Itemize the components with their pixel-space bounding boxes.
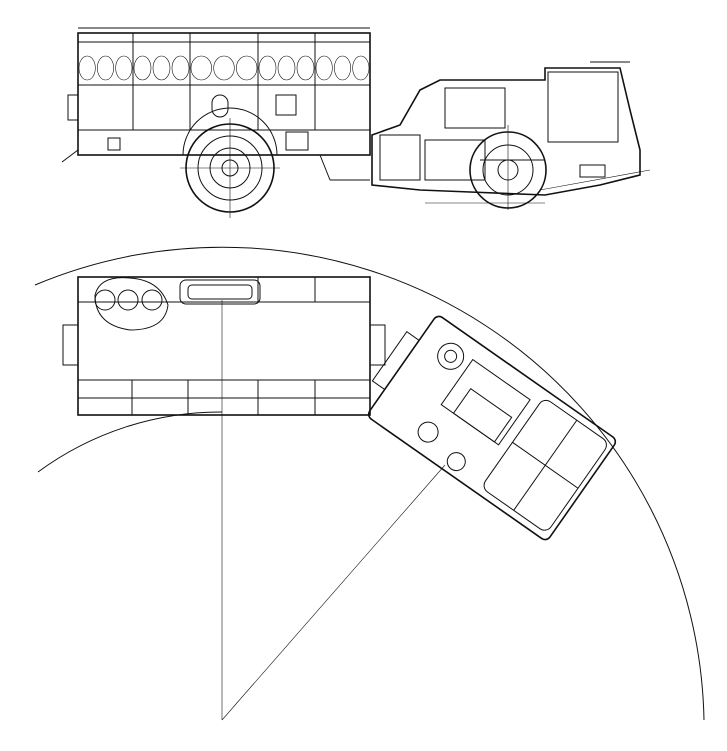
tractor-side: [371, 61, 651, 210]
tractor-plan: [367, 315, 617, 541]
seat: [97, 55, 114, 81]
seat: [78, 55, 96, 81]
passenger-carriage-side: [61, 27, 371, 181]
carriage-wheel: [180, 118, 280, 218]
seat: [277, 55, 296, 81]
seat: [334, 55, 351, 81]
seat: [213, 55, 235, 81]
seat: [315, 55, 333, 81]
seat: [115, 55, 133, 81]
inner-turning-arc: [37, 411, 223, 473]
seat: [352, 55, 370, 81]
side-view: [61, 27, 651, 218]
carriage-plan: [62, 276, 371, 416]
seat: [258, 55, 277, 81]
step-grille: [62, 324, 79, 366]
plan-view: [34, 246, 705, 721]
seat: [152, 55, 171, 81]
seat: [296, 55, 315, 81]
seat: [133, 55, 152, 81]
seat: [236, 55, 258, 81]
radius-line-diagonal: [221, 464, 446, 721]
safety-sign-pictogram: [275, 94, 297, 116]
outer-turning-arc: [34, 246, 705, 721]
seat: [190, 55, 212, 81]
seat: [171, 55, 190, 81]
